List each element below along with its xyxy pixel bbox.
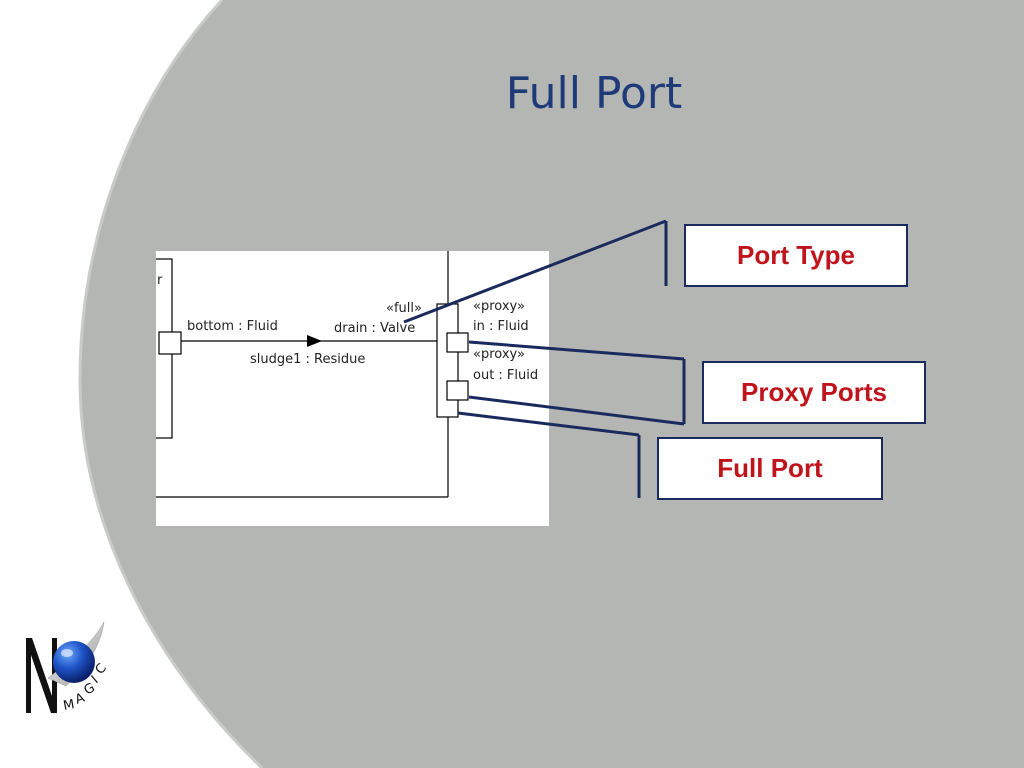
logo-graphic: M A G I C: [26, 621, 110, 714]
proxy-stereotype-2: «proxy»: [473, 347, 525, 362]
svg-text:M: M: [62, 697, 76, 714]
callout-full-port: Full Port: [657, 437, 883, 500]
bottom-port-square: [158, 331, 182, 355]
uml-diagram-lines: [156, 251, 469, 498]
uml-diagram: r bottom : Fluid «full» drain : Valve sl…: [156, 251, 549, 526]
slide-title: Full Port: [505, 68, 683, 119]
callout-proxy-ports: Proxy Ports: [702, 361, 926, 424]
fragment-label: r: [157, 273, 163, 288]
flow-arrow: [307, 335, 322, 347]
proxy-stereotype-1: «proxy»: [473, 299, 525, 314]
svg-text:C: C: [93, 661, 110, 678]
full-stereotype-label: «full»: [386, 301, 422, 316]
proxy-port-out: [446, 380, 469, 401]
bottom-port-label: bottom : Fluid: [187, 319, 278, 334]
flow-label: sludge1 : Residue: [250, 352, 366, 367]
out-port-label: out : Fluid: [473, 368, 539, 383]
proxy-port-in: [446, 332, 469, 353]
in-port-label: in : Fluid: [473, 319, 529, 334]
svg-text:A: A: [73, 691, 87, 708]
drain-port-label: drain : Valve: [334, 321, 416, 336]
nomagic-logo: M A G I C: [8, 608, 130, 736]
callout-port-type: Port Type: [684, 224, 908, 287]
